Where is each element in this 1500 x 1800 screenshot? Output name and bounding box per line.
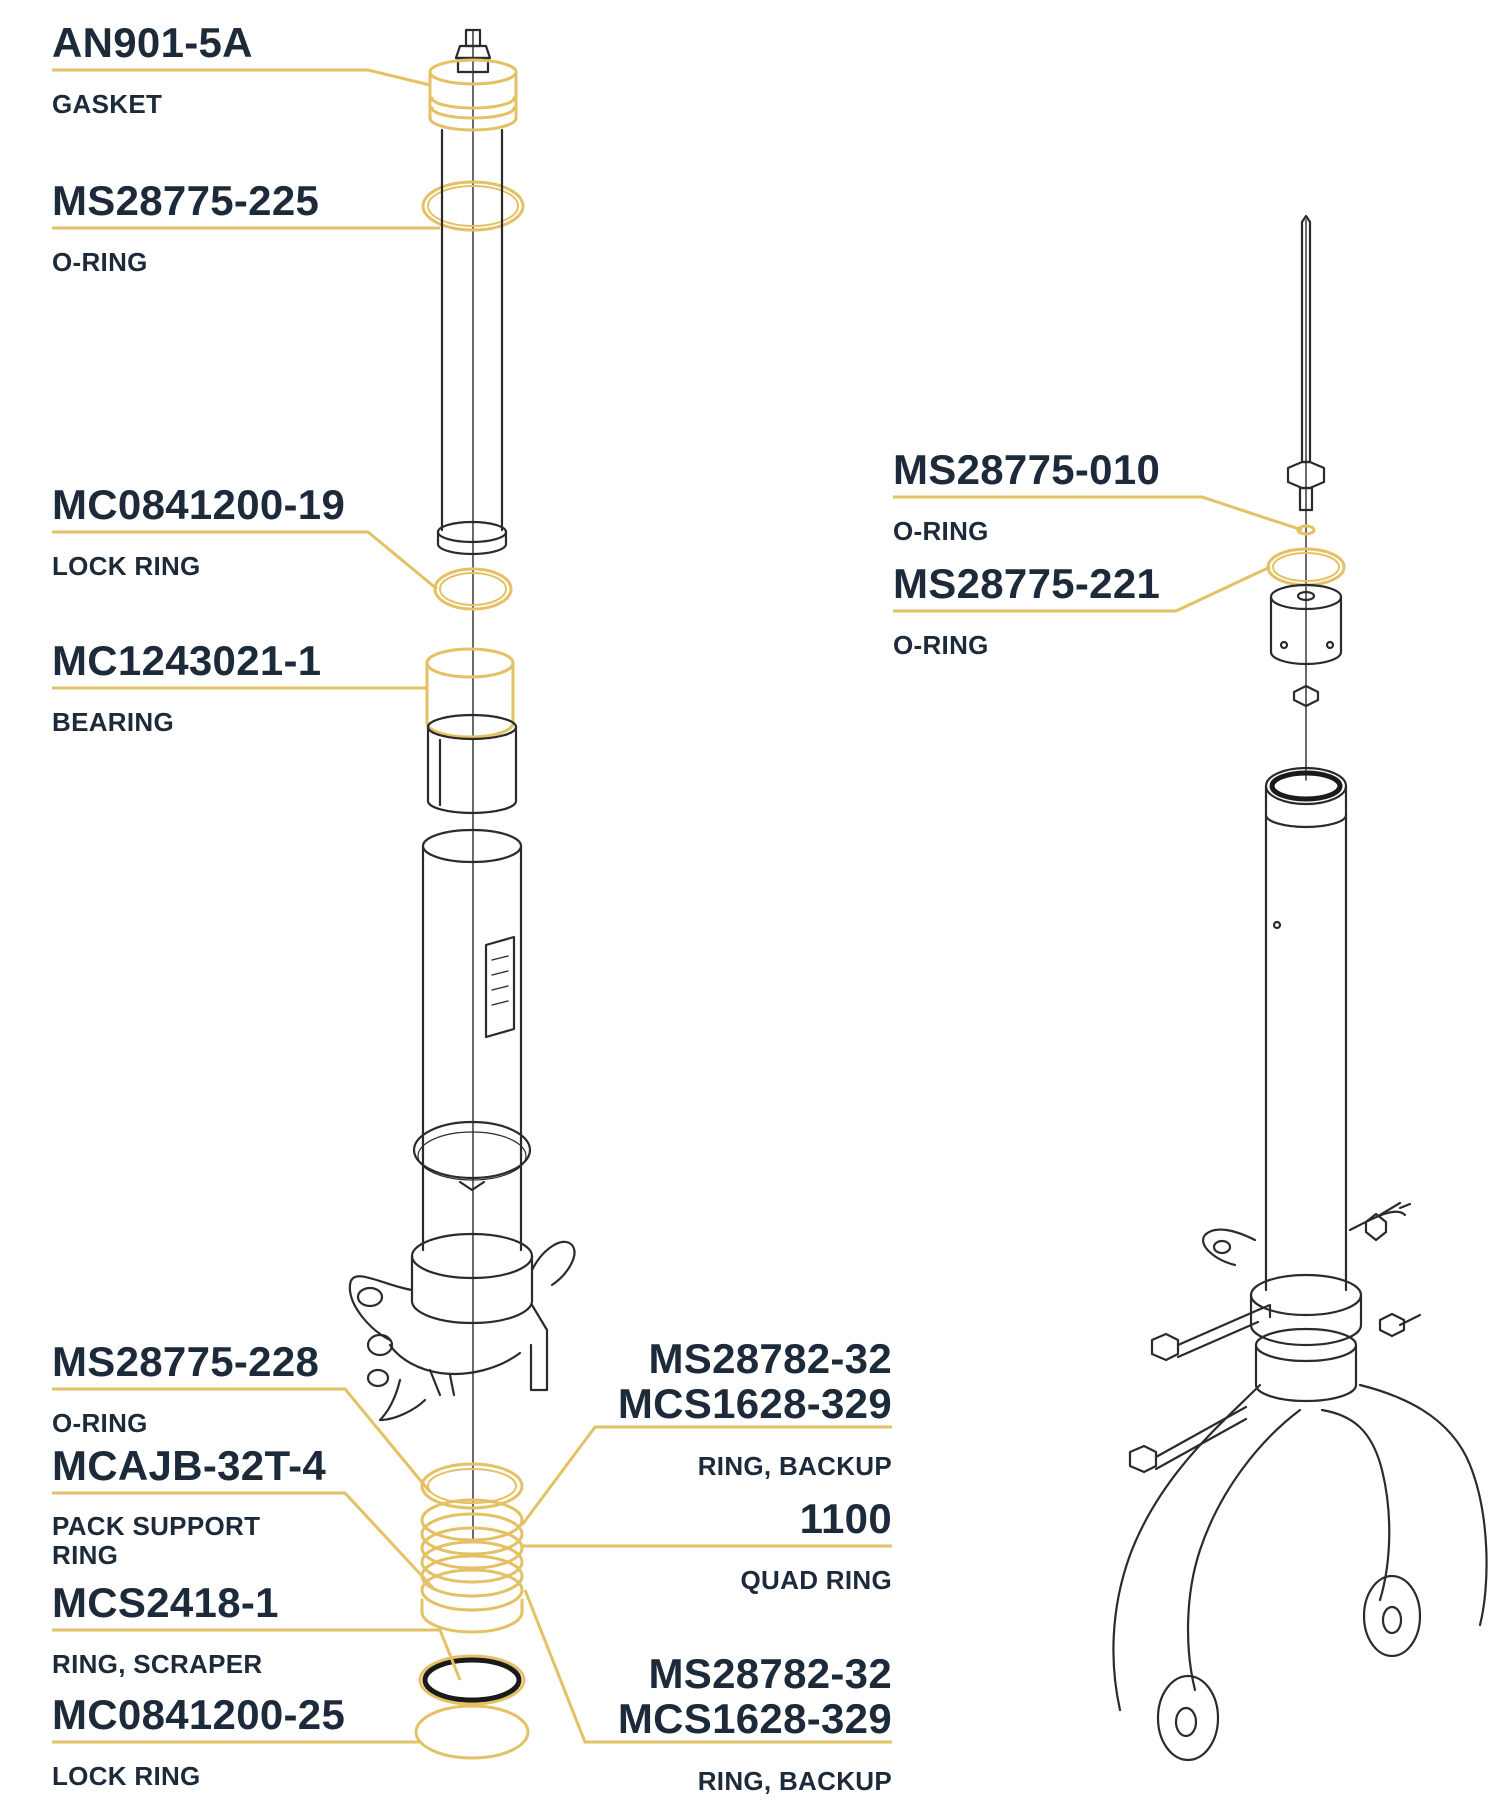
bolt-upper <box>1150 1303 1272 1362</box>
part-description: O-RING <box>893 516 989 547</box>
metering-pin <box>1286 214 1326 512</box>
callout-oring-221: MS28775-221 O-RING <box>893 561 1160 662</box>
callout-gasket: AN901-5A GASKET <box>52 20 253 121</box>
callout-backup-ring-bottom: MS28782-32 MCS1628-329 RING, BACKUP <box>618 1651 892 1797</box>
leader-backup-bottom <box>523 1589 892 1744</box>
part-number: MCS2418-1 <box>52 1579 279 1626</box>
part-description: RING, BACKUP <box>697 1765 892 1796</box>
inner-cylinder <box>1264 766 1348 1292</box>
part-number: MS28775-010 <box>893 446 1161 493</box>
leader-scraper <box>52 1628 462 1681</box>
leader-oring-221 <box>893 565 1271 613</box>
callout-bearing: MC1243021-1 BEARING <box>52 638 321 739</box>
part-number: MS28782-32 <box>648 1650 892 1697</box>
part-description: RING, BACKUP <box>697 1450 892 1481</box>
part-number: MC0841200-25 <box>52 1691 346 1738</box>
part-description: PACK SUPPORT RING <box>52 1511 261 1570</box>
leader-oring-010 <box>893 495 1303 532</box>
callout-ring-scraper: MCS2418-1 RING, SCRAPER <box>52 1580 279 1681</box>
part-description: O-RING <box>52 247 148 278</box>
oring-225-shape <box>421 180 525 232</box>
leader-oring-228 <box>52 1387 432 1493</box>
leader-lines <box>52 68 1303 1744</box>
part-description: LOCK RING <box>52 551 201 582</box>
part-description: BEARING <box>52 707 174 738</box>
callout-oring-228: MS28775-228 O-RING <box>52 1339 319 1440</box>
nut-right <box>1378 1312 1406 1338</box>
callout-oring-225: MS28775-225 O-RING <box>52 178 319 279</box>
right-assembly <box>1112 214 1488 1762</box>
left-assembly <box>348 28 576 1760</box>
part-number: MC1243021-1 <box>52 637 322 684</box>
callout-oring-010: MS28775-010 O-RING <box>893 447 1160 548</box>
callout-pack-support-ring: MCAJB-32T-4 PACK SUPPORT RING <box>52 1443 326 1570</box>
bearing-housing <box>426 713 518 815</box>
torque-collar <box>1202 1201 1412 1347</box>
gasket-cap <box>428 58 518 132</box>
part-description: O-RING <box>893 630 989 661</box>
axle-fork <box>1112 1327 1488 1762</box>
part-number: MS28775-228 <box>52 1338 320 1385</box>
part-number: MS28775-221 <box>893 560 1161 607</box>
callout-quad-ring: 1100 QUAD RING <box>741 1496 892 1597</box>
part-description: RING, SCRAPER <box>52 1649 263 1680</box>
part-number: 1100 <box>799 1495 892 1542</box>
part-description: LOCK RING <box>52 1761 201 1792</box>
part-number: AN901-5A <box>52 19 253 66</box>
upper-tube <box>436 128 508 556</box>
leader-gasket <box>52 68 431 87</box>
leader-pack-support <box>52 1491 437 1592</box>
part-description: GASKET <box>52 89 163 120</box>
part-description: O-RING <box>52 1408 148 1439</box>
leader-lock-ring-19 <box>52 530 438 591</box>
part-number: MC0841200-19 <box>52 481 346 528</box>
part-number: MCAJB-32T-4 <box>52 1442 327 1489</box>
oring-221-inner <box>1272 552 1340 582</box>
small-nut <box>1292 684 1320 708</box>
part-description: QUAD RING <box>740 1565 892 1596</box>
callout-lock-ring-19: MC0841200-19 LOCK RING <box>52 482 345 583</box>
part-number-alt: MCS1628-329 <box>617 1695 892 1743</box>
part-number: MS28775-225 <box>52 177 320 224</box>
callout-lock-ring-25: MC0841200-25 LOCK RING <box>52 1692 345 1793</box>
scraper-ring-shape <box>422 1657 522 1703</box>
lower-body <box>348 1232 576 1422</box>
nut-stub <box>1398 1313 1422 1327</box>
orifice-plug <box>1269 583 1343 666</box>
bearing-shape <box>425 647 515 739</box>
lock-ring-19-inner <box>439 572 507 606</box>
part-number: MS28782-32 <box>648 1335 892 1382</box>
part-number-alt: MCS1628-329 <box>617 1380 892 1428</box>
outer-cylinder <box>412 828 532 1252</box>
leader-backup-top <box>520 1425 892 1526</box>
callout-backup-ring-top: MS28782-32 MCS1628-329 RING, BACKUP <box>618 1336 892 1482</box>
ring-stack <box>414 1462 530 1760</box>
oring-225-inner <box>427 185 519 227</box>
